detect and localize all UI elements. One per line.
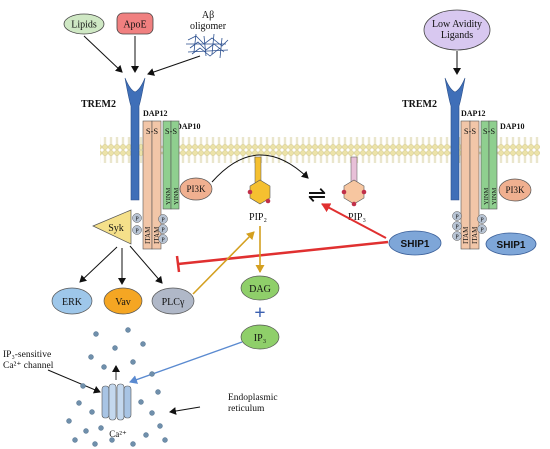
abeta-fibril-icon — [186, 33, 229, 59]
pi3k-right — [498, 178, 532, 202]
phospho-sites-left: P P P P P — [132, 213, 168, 244]
dap10-chain-left-b — [170, 120, 180, 210]
trem2-complex-left: TREM2 DAP12 S-S ITAM ITAM DAP10 S-S YINM… — [81, 77, 213, 250]
yinm-right-b: YINM — [491, 187, 498, 205]
lipids-ligand: Lipids — [63, 13, 105, 35]
oligomer-label: oligomer — [190, 21, 227, 32]
pi3k-conversion-arrow — [211, 154, 309, 183]
p-label: P — [135, 217, 139, 223]
low-avidity-label: Low Avidity — [432, 19, 482, 30]
trem2-receptor-left — [124, 77, 146, 201]
plc-pip2-arrow — [192, 231, 255, 295]
dap12-right-label: DAP12 — [461, 109, 485, 118]
vav-node: Vav — [103, 287, 143, 315]
erk-label: ERK — [62, 297, 83, 308]
plc-node: PLCγ — [151, 287, 195, 315]
p-label: P — [161, 238, 165, 244]
dap10-disulfide-left: S-S — [165, 126, 178, 136]
itam-right-a: ITAM — [462, 226, 470, 244]
equilibrium-icon: ⇌ — [308, 182, 326, 207]
p-label: P — [480, 228, 484, 234]
dag-label: DAG — [249, 284, 271, 295]
dap10-disulfide-right: S-S — [483, 126, 496, 136]
dap12-left-label: DAP12 — [143, 109, 167, 118]
dap10-left-label: DAP10 — [176, 122, 200, 131]
erk-node: ERK — [51, 287, 93, 315]
dap10-right-label: DAP10 — [500, 122, 524, 131]
dap12-chain-right-b — [469, 120, 480, 250]
channel-pointer-arrow — [47, 369, 101, 394]
lipids-label: Lipids — [71, 20, 97, 31]
ca-ions — [66, 327, 168, 447]
ship1-inhibition-line — [177, 240, 389, 266]
vav-label: Vav — [115, 297, 131, 308]
dag-node: DAG — [240, 275, 280, 301]
p-label: P — [455, 215, 459, 221]
trem2-complex-right: TREM2 DAP12 S-S ITAM ITAM DAP10 S-S YINM… — [402, 77, 537, 256]
abeta-label: Aβ — [202, 10, 214, 21]
abeta-arrow — [147, 55, 201, 76]
pip3-molecule: PIP₃ — [341, 156, 367, 223]
syk-kinase — [92, 209, 132, 245]
ship1-left: SHIP1 — [388, 230, 442, 256]
p-label: P — [135, 229, 139, 235]
ship1-right — [485, 232, 537, 256]
apoe-ligand: ApoE — [116, 12, 154, 35]
dap10-chain-right-b — [488, 120, 498, 210]
inhibition-bar — [175, 255, 181, 273]
plus-icon: + — [254, 302, 265, 324]
channel-label-line2: Ca²⁺ channel — [3, 361, 54, 371]
er-label-line1: Endoplasmic — [228, 393, 278, 403]
pip2-label: PIP₂ — [249, 212, 267, 223]
yinm-left-a: YINM — [165, 187, 172, 205]
syk-label: Syk — [108, 223, 124, 234]
pip3-label: PIP₃ — [348, 212, 366, 223]
lipids-arrow — [83, 35, 123, 73]
pi3k-left — [179, 177, 213, 201]
trem2-receptor-right — [444, 77, 466, 201]
ip3-channel-arrow — [129, 341, 243, 384]
abeta-oligomer: Aβ oligomer — [186, 10, 229, 59]
p-label: P — [480, 218, 484, 224]
apoe-label: ApoE — [123, 20, 146, 31]
dap12-chain-left-b — [151, 120, 162, 250]
dap12-disulfide-right: S-S — [464, 126, 477, 136]
ship1-right-label: SHIP1 — [497, 240, 526, 251]
ip3-ca-channel-icon — [101, 365, 132, 421]
yinm-right-a: YINM — [483, 187, 490, 205]
plc-label: PLCγ — [162, 297, 185, 308]
low-avidity-ligands: Low Avidity Ligands — [423, 9, 491, 51]
ligands-label: Ligands — [441, 30, 473, 41]
ship1-left-label: SHIP1 — [401, 239, 430, 250]
trem2-left-label: TREM2 — [81, 99, 116, 110]
p-label: P — [161, 218, 165, 224]
trem2-right-label: TREM2 — [402, 99, 437, 110]
p-label: P — [161, 228, 165, 234]
er-pointer-arrow — [169, 406, 201, 415]
itam-left-b: ITAM — [153, 226, 161, 244]
itam-right-b: ITAM — [471, 226, 479, 244]
syk-erk-arrow — [79, 246, 118, 283]
pip2-molecule: PIP₂ — [247, 156, 271, 223]
phospho-sites-right: P P P P P — [452, 211, 487, 241]
yinm-left-b: YINM — [173, 187, 180, 205]
p-label: P — [455, 235, 459, 241]
dap12-disulfide-left: S-S — [146, 126, 159, 136]
syk-plc-arrow — [129, 245, 163, 284]
channel-label-line1: IP₃-sensitive — [3, 350, 51, 360]
ip3-node: IP₃ — [240, 324, 280, 350]
er-label-line2: reticulum — [228, 404, 265, 414]
ship1-to-pip-arrow — [321, 203, 387, 239]
ca-label: Ca²⁺ — [109, 429, 127, 439]
itam-left-a: ITAM — [144, 226, 152, 244]
pi3k-left-label: PI3K — [186, 184, 206, 194]
p-label: P — [455, 225, 459, 231]
ip3-label: IP₃ — [254, 333, 266, 344]
pi3k-right-label: PI3K — [505, 185, 525, 195]
